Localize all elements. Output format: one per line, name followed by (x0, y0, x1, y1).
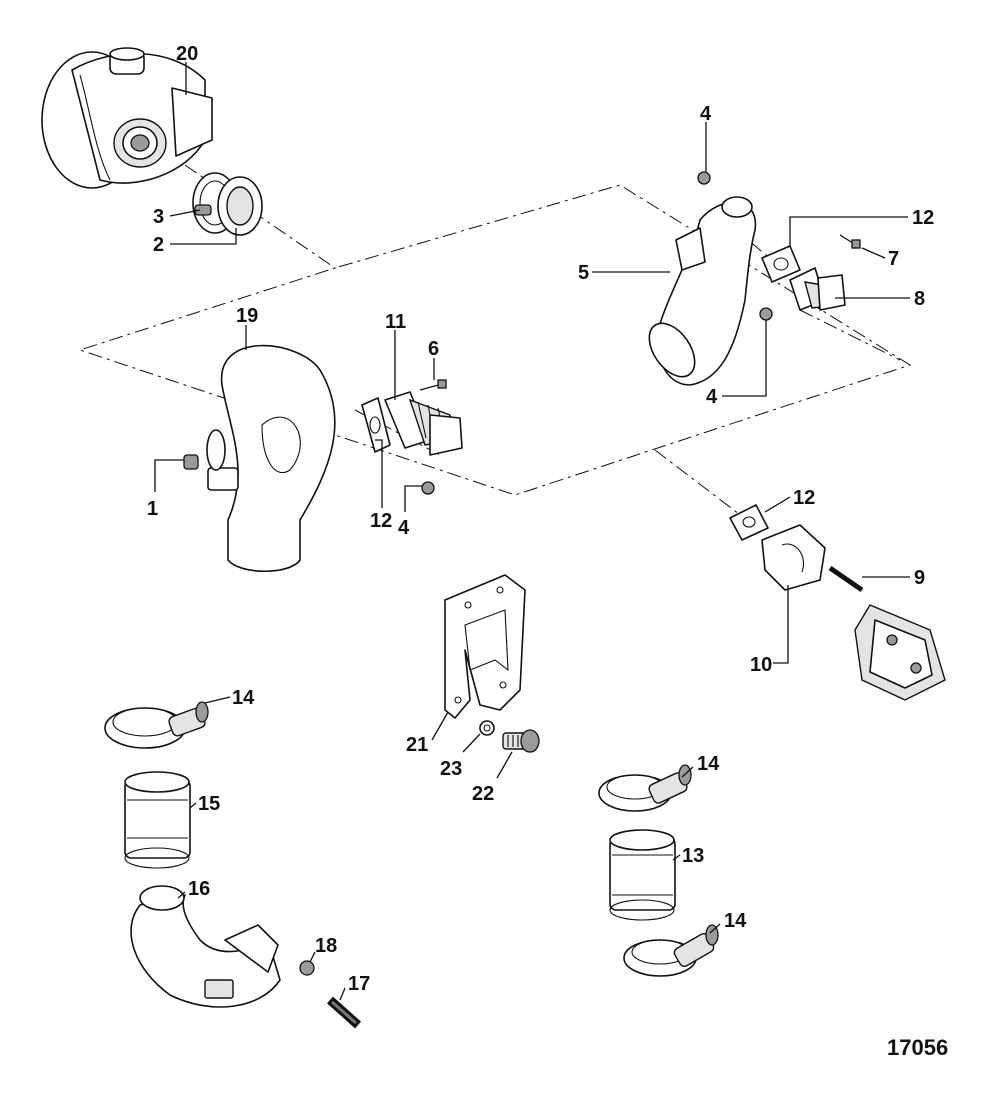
hose-clamp-lower-right (623, 924, 719, 977)
bolt-6 (419, 379, 447, 391)
bolt-7 (839, 234, 861, 249)
leader-lines (154, 62, 910, 1001)
hose-coupling-13 (609, 829, 676, 921)
hose-clamp-mid-right (598, 764, 692, 812)
callout-12-lower: 12 (793, 487, 815, 509)
nut-top-right (697, 171, 711, 185)
callout-3: 3 (153, 206, 164, 228)
callout-4-top: 4 (700, 103, 712, 125)
flex-bellows (384, 391, 463, 456)
mounting-block (761, 524, 826, 591)
callout-15: 15 (198, 793, 220, 815)
callout-11: 11 (385, 311, 406, 333)
callout-22: 22 (472, 783, 494, 805)
nut-right-lower (759, 307, 773, 321)
nut-18 (299, 960, 315, 976)
callout-23: 23 (440, 758, 462, 780)
callout-17: 17 (348, 973, 370, 995)
adapter-plate (444, 574, 526, 719)
callout-4-right: 4 (706, 386, 718, 408)
exhaust-elbow-right (648, 196, 757, 386)
callout-12-top: 12 (912, 207, 934, 229)
flange-gasket-left (361, 397, 391, 453)
exhaust-pipe-16 (130, 885, 281, 1008)
callout-13: 13 (682, 845, 704, 867)
drain-plug (183, 454, 199, 470)
figure-id: 17056 (887, 1035, 948, 1060)
callout-4-center: 4 (398, 517, 410, 539)
bolt-22 (502, 729, 540, 753)
callout-5: 5 (578, 262, 589, 284)
callout-14-mid-right: 14 (697, 753, 720, 775)
callout-1: 1 (147, 498, 158, 520)
callout-7: 7 (888, 248, 899, 270)
flange-gasket-lower (729, 504, 769, 541)
callout-14-lower-right: 14 (724, 910, 747, 932)
gasket-ring (217, 176, 263, 236)
nut-center (421, 481, 435, 495)
stud-9 (828, 565, 864, 593)
callout-8: 8 (914, 288, 925, 310)
callout-2: 2 (153, 234, 164, 256)
callout-6: 6 (428, 338, 439, 360)
callout-16: 16 (188, 878, 210, 900)
hose-coupling-15 (124, 771, 191, 869)
exhaust-elbow-left (206, 344, 336, 573)
callout-10: 10 (750, 654, 772, 676)
turbocharger (41, 47, 213, 189)
callout-12-left: 12 (370, 510, 392, 532)
callout-labels: 20 3 2 4 12 5 7 8 4 19 11 6 1 12 4 12 9 … (147, 43, 934, 995)
flex-flange-8 (789, 267, 846, 311)
hose-clamp-upper-left (104, 701, 209, 749)
flange-gasket-right (761, 245, 801, 283)
callout-18: 18 (315, 935, 337, 957)
callout-14-upper-left: 14 (232, 687, 255, 709)
callout-21: 21 (406, 734, 428, 756)
callout-20: 20 (176, 43, 198, 65)
pump-housing (854, 604, 946, 701)
stud-17 (327, 996, 361, 1029)
callout-9: 9 (914, 567, 925, 589)
washer-23 (479, 720, 495, 736)
callout-19: 19 (236, 305, 258, 327)
